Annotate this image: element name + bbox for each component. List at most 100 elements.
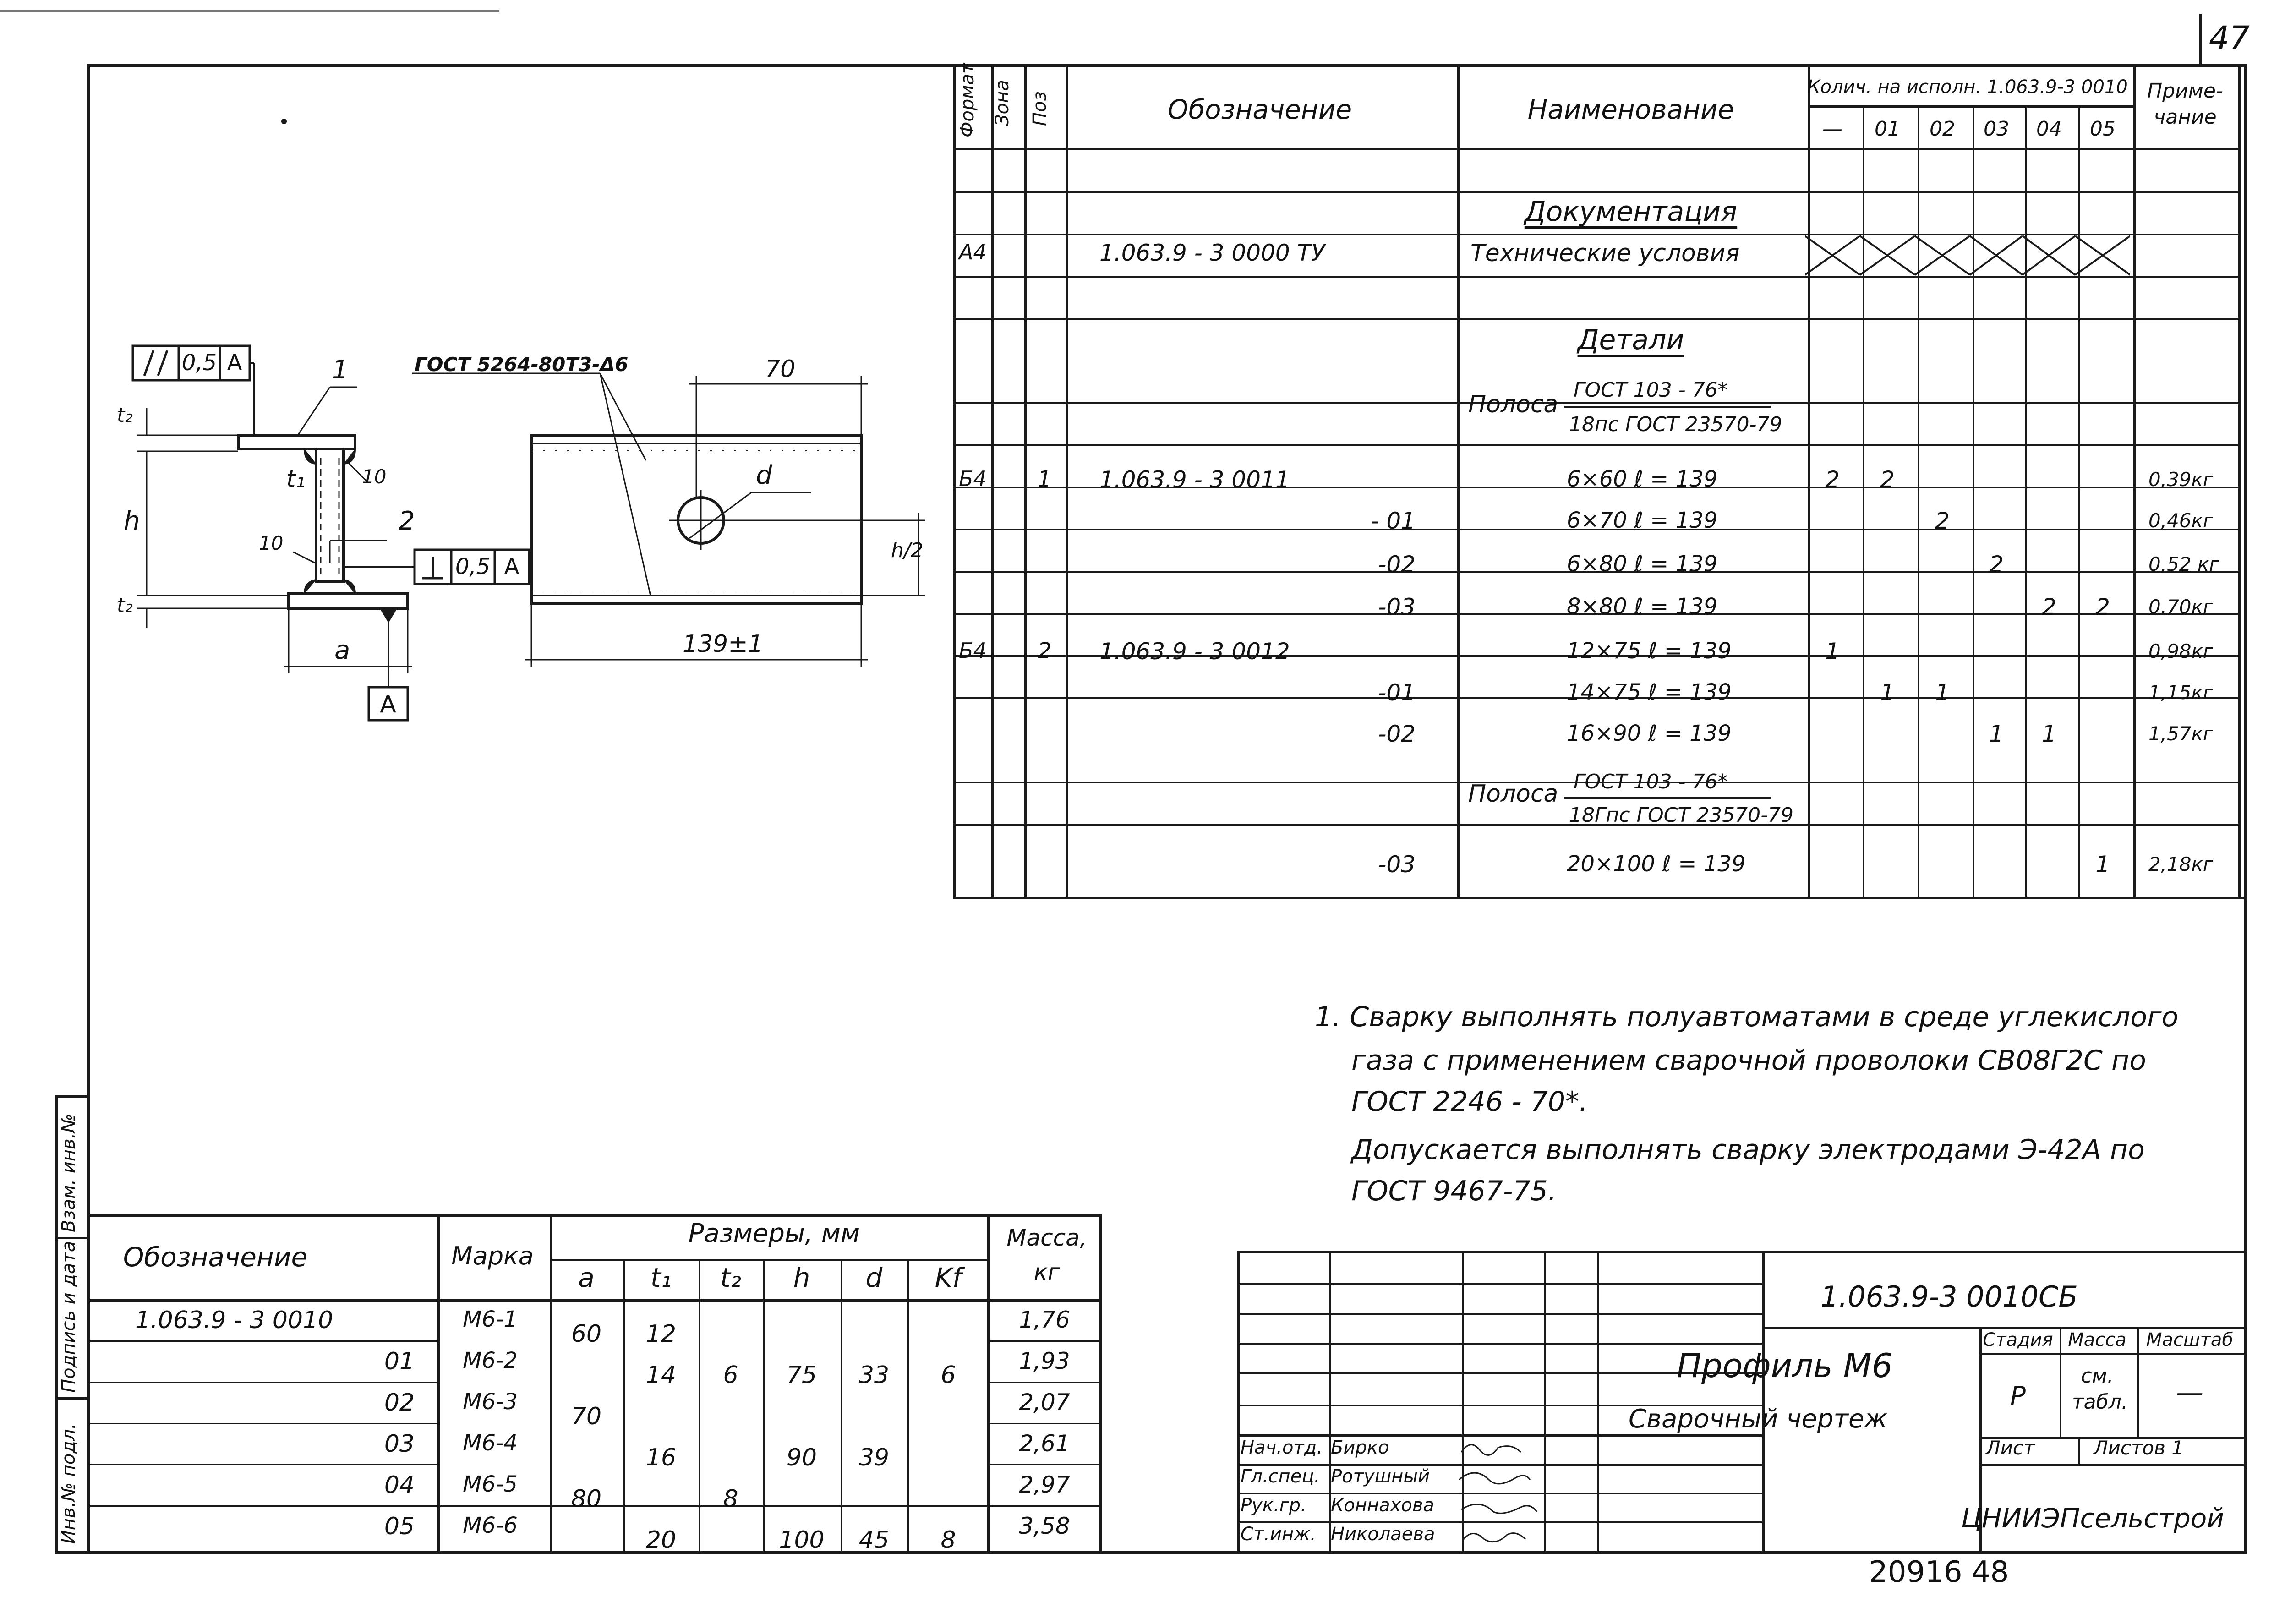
- sheets-label: Листов 1: [2094, 1437, 2184, 1459]
- dims-size-value: 33: [858, 1362, 890, 1389]
- spec-header-name: Наименование: [1527, 94, 1734, 125]
- dims-size-value: 39: [858, 1444, 890, 1471]
- dims-mass: 2,97: [1019, 1471, 1070, 1498]
- dims-size-value: 14: [645, 1362, 677, 1389]
- spec-format: Б4: [959, 466, 987, 491]
- perp-datum: A: [504, 554, 519, 580]
- spec-row-line: [953, 191, 2241, 193]
- spec-row-line: [953, 276, 2241, 278]
- spec-row-line: [953, 782, 2241, 783]
- mass-label: Масса: [2068, 1329, 2126, 1351]
- spec-name: Полоса: [1468, 391, 1558, 418]
- spec-row-line: [953, 444, 2241, 446]
- top-scan-line: [0, 10, 499, 12]
- dims-mark: М6-1: [463, 1307, 518, 1332]
- dims-designation: 1.063.9 - 3 0010: [135, 1307, 333, 1334]
- spec-variant-header: 03: [1984, 117, 2009, 141]
- title-block: [1237, 1251, 2244, 1551]
- dims-size-value: 80: [571, 1485, 602, 1513]
- web: [315, 448, 345, 583]
- spec-designation: -02: [1378, 721, 1416, 747]
- spec-designation: -03: [1378, 594, 1416, 620]
- spec-designation: -03: [1378, 851, 1416, 878]
- spec-row-line: [953, 318, 2241, 320]
- spec-section-heading: Детали: [1577, 324, 1684, 356]
- title-subtitle: Сварочный чертеж: [1629, 1404, 1887, 1434]
- dim-70-label: 70: [765, 355, 796, 383]
- spec-qty: 1: [1935, 679, 1950, 706]
- bottom-flange: [287, 592, 409, 610]
- dim-t2-top-label: t₂: [117, 404, 133, 427]
- spec-qty: 1: [1989, 721, 2004, 747]
- title-main: Профиль М6: [1677, 1346, 1893, 1385]
- sheet-label: Лист: [1986, 1437, 2035, 1459]
- scale-label: Масштаб: [2146, 1329, 2234, 1351]
- spec-designation: 1.063.9 - 3 0000 ТУ: [1099, 240, 1325, 266]
- spec-header-designation: Обозначение: [1167, 94, 1352, 125]
- spec-qty: 1: [2095, 851, 2110, 878]
- side-stamp: [55, 1095, 90, 1554]
- mass-value: см. табл.: [2072, 1364, 2128, 1414]
- spec-name: 6×60 ℓ = 139: [1567, 466, 1718, 492]
- spec-row-line: [953, 613, 2241, 615]
- datum-a-box: [367, 686, 409, 722]
- dims-size-value: 8: [940, 1526, 956, 1554]
- dims-mark: М6-3: [463, 1389, 518, 1415]
- spec-designation: 1.063.9 - 3 0011: [1099, 466, 1290, 493]
- spec-note: 0.70кг: [2148, 596, 2213, 618]
- dims-col-header: a: [578, 1262, 595, 1293]
- spec-qty: 1: [1825, 638, 1840, 665]
- dims-mark: М6-4: [463, 1430, 518, 1456]
- dims-row-line: [989, 1464, 1099, 1465]
- dim-10-top-label: 10: [362, 465, 387, 488]
- spec-header-format: Формат: [957, 63, 978, 137]
- dims-designation: 03: [384, 1430, 415, 1458]
- spec-name: 14×75 ℓ = 139: [1567, 679, 1732, 705]
- dims-row-line: [989, 1505, 1099, 1507]
- dims-row-line: [989, 1423, 1099, 1424]
- dims-row-line: [87, 1382, 440, 1383]
- spec-name: 12×75 ℓ = 139: [1567, 638, 1732, 664]
- dims-header-mass: Масса, кг: [1006, 1225, 1087, 1285]
- spec-row-line: [953, 487, 2241, 488]
- dims-table: [87, 1214, 1102, 1551]
- dims-designation: 05: [384, 1513, 415, 1540]
- title-code: 1.063.9-3 0010СБ: [1820, 1280, 2078, 1313]
- spec-qty: 1: [1880, 679, 1895, 706]
- dims-designation: 01: [384, 1348, 415, 1375]
- dims-col-header: Kf: [935, 1262, 962, 1293]
- parallel-datum: A: [227, 350, 242, 376]
- dims-size-value: 90: [786, 1444, 817, 1471]
- spec-row-line: [953, 402, 2241, 404]
- spec-designation: -02: [1378, 551, 1416, 578]
- org-name: ЦНИИЭПсельстрой: [1961, 1503, 2225, 1534]
- spec-variant-header: 01: [1875, 117, 1900, 141]
- dims-size-value: 70: [571, 1403, 602, 1430]
- dim-h2-label: h/2: [891, 539, 924, 562]
- dims-designation: 04: [384, 1471, 415, 1499]
- spec-name: 8×80 ℓ = 139: [1567, 594, 1718, 619]
- dims-col-header: h: [793, 1262, 810, 1293]
- spec-variant-header: —: [1822, 117, 1842, 141]
- dim-a-label: a: [334, 635, 350, 665]
- spec-designation: - 01: [1371, 508, 1416, 534]
- dim-length-label: 139±1: [683, 630, 763, 658]
- dims-mass: 3,58: [1019, 1513, 1070, 1539]
- perp-tolerance-value: 0,5: [455, 554, 491, 580]
- note-line-5: ГОСТ 9467-75.: [1351, 1175, 1557, 1207]
- dims-row-line: [87, 1464, 440, 1465]
- stage-label: Стадия: [1983, 1329, 2053, 1351]
- spec-name: 6×70 ℓ = 139: [1567, 508, 1718, 533]
- spec-qty: 2: [1935, 508, 1950, 534]
- dims-col-header: t₁: [651, 1262, 672, 1293]
- dims-row-line: [440, 1505, 989, 1507]
- dims-mass: 2,61: [1019, 1430, 1070, 1457]
- dim-t2-bottom-label: t₂: [117, 594, 133, 617]
- note-line-4: Допускается выполнять сварку электродами…: [1351, 1134, 2145, 1166]
- spec-row-line: [953, 234, 2241, 235]
- dims-size-value: 6: [723, 1362, 738, 1389]
- tb-name: Ротушный: [1331, 1466, 1430, 1487]
- spec-variant-header: 02: [1930, 117, 1955, 141]
- dims-mass: 1,93: [1019, 1348, 1070, 1374]
- spec-note: 0,39кг: [2148, 468, 2213, 491]
